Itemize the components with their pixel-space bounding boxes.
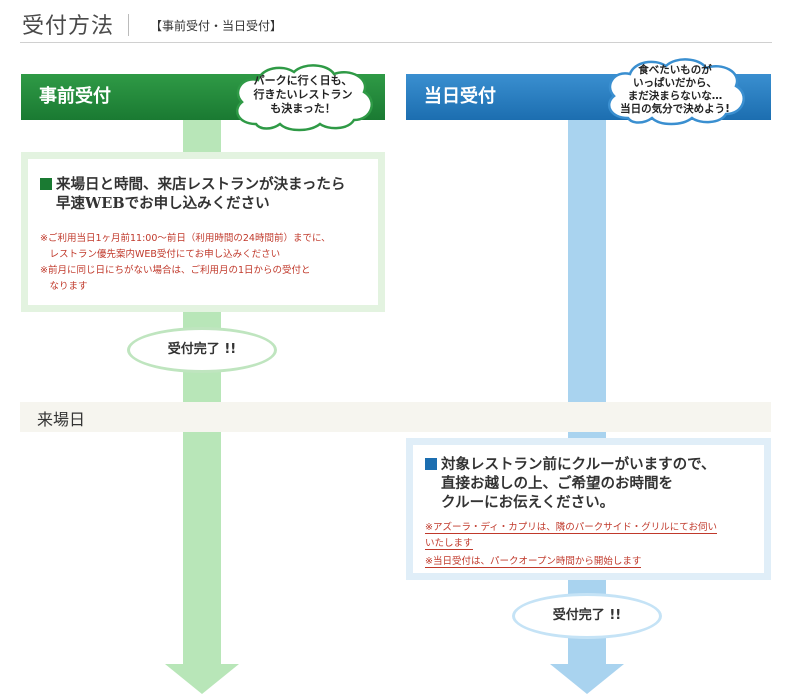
cloud-line: まだ決まらないな… [627, 90, 723, 102]
sameday-note-line: ※アズーラ・ディ・カプリは、隣のパークサイド・グリルにてお伺い [425, 522, 718, 534]
cloud-line: 食べたいものが [638, 64, 712, 76]
sameday-cloud-text: 食べたいものが いっぱいだから、 まだ決まらないな… 当日の気分で決めよう! [600, 64, 750, 116]
advance-note-line: ※ご利用当日1ヶ月前11:00～前日（利用時間の24時間前）までに、 [40, 233, 331, 244]
advance-note-line: ※前月に同じ日にちがない場合は、ご利用月の1日からの受付と [40, 265, 311, 276]
advance-column-label: 事前受付 [39, 86, 111, 107]
cloud-icon [236, 64, 373, 132]
cloud-icon [608, 58, 745, 126]
cloud-line: も決まった！ [270, 102, 336, 115]
advance-complete-badge: 受付完了 !! [127, 327, 277, 373]
advance-heading-line: 来場日と時間、来店レストランが決まったら [56, 176, 346, 193]
sameday-notes: ※アズーラ・ディ・カプリは、隣のパークサイド・グリルにてお伺い いたします ※当… [425, 520, 718, 570]
sameday-complete-label: 受付完了 !! [552, 608, 622, 623]
sameday-note-line: いたします [425, 538, 473, 550]
sameday-flow-rail [568, 120, 606, 665]
sameday-info-box: 対象レストラン前にクルーがいますので、 直接お越しの上、ご希望のお時間を クルー… [406, 438, 771, 580]
sameday-speech-cloud: 食べたいものが いっぱいだから、 まだ決まらないな… 当日の気分で決めよう! [600, 56, 750, 126]
header-divider [20, 42, 772, 43]
advance-notes: ※ご利用当日1ヶ月前11:00～前日（利用時間の24時間前）までに、 レストラン… [40, 231, 331, 295]
sameday-heading-line: クルーにお伝えください。 [441, 494, 615, 511]
page-subtitle: 【事前受付・当日受付】 [150, 19, 283, 33]
advance-speech-cloud: パークに行く日も、 行きたいレストラン も決まった！ [228, 62, 378, 132]
advance-note-line: レストラン優先案内WEB受付にてお申し込みください [40, 249, 281, 260]
cloud-line: いっぱいだから、 [633, 77, 717, 89]
sameday-heading-line: 対象レストラン前にクルーがいますので、 [441, 456, 716, 473]
cloud-line: パークに行く日も、 [253, 74, 353, 87]
advance-note-line: なります [40, 281, 88, 292]
cloud-line: 当日の気分で決めよう! [620, 103, 730, 115]
arrival-day-band [20, 402, 771, 432]
blue-square-icon [425, 458, 437, 470]
page-title: 受付方法 [22, 14, 115, 39]
advance-cloud-text: パークに行く日も、 行きたいレストラン も決まった！ [228, 74, 378, 116]
advance-down-arrow-icon [165, 664, 239, 694]
title-separator [128, 14, 129, 36]
advance-heading-line: 早速WEBでお申し込みください [56, 195, 270, 212]
green-square-icon [40, 178, 52, 190]
advance-heading: 来場日と時間、来店レストランが決まったら 早速WEBでお申し込みください [40, 175, 345, 213]
advance-complete-label: 受付完了 !! [167, 342, 237, 357]
sameday-heading: 対象レストラン前にクルーがいますので、 直接お越しの上、ご希望のお時間を クルー… [425, 455, 715, 512]
advance-info-box: 来場日と時間、来店レストランが決まったら 早速WEBでお申し込みください ※ご利… [21, 152, 385, 312]
sameday-column-label: 当日受付 [424, 86, 496, 107]
sameday-down-arrow-icon [550, 664, 624, 694]
sameday-complete-badge: 受付完了 !! [512, 593, 662, 639]
arrival-day-label: 来場日 [37, 410, 86, 429]
sameday-note-line: ※当日受付は、パークオープン時間から開始します [425, 556, 642, 568]
sameday-heading-line: 直接お越しの上、ご希望のお時間を [441, 475, 673, 492]
cloud-line: 行きたいレストラン [253, 88, 353, 101]
